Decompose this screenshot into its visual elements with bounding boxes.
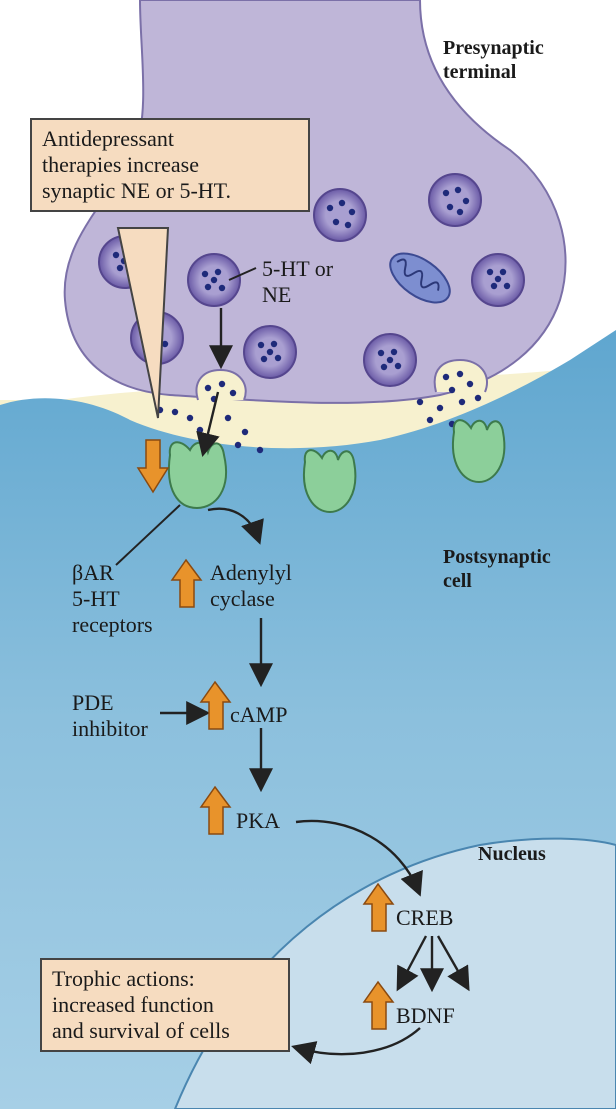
orange-up-arrow-icon-creb: [362, 882, 395, 932]
presynaptic-terminal-label: Presynaptic terminal: [443, 37, 544, 83]
arrow-creb-to-bdnf-left: [396, 935, 428, 992]
receptor-label-line: [115, 504, 181, 566]
trophic-actions-box: Trophic actions: increased function and …: [40, 958, 290, 1052]
arrow-creb-to-bdnf-right: [436, 935, 470, 992]
pka-label: PKA: [236, 808, 281, 833]
orange-up-arrow-icon-bdnf: [362, 980, 395, 1030]
postsynaptic-cell-label: Postsynaptic cell: [443, 546, 551, 592]
orange-up-arrow-icon-pka: [199, 785, 232, 835]
mitochondrion-icon: [389, 252, 451, 304]
nucleus-label: Nucleus: [478, 843, 546, 865]
orange-up-arrow-icon-cyclase: [170, 558, 203, 608]
receptors-label: βAR 5-HT receptors: [72, 560, 153, 637]
arrow-receptor-to-cyclase: [207, 507, 264, 545]
receptor-middle: [303, 449, 357, 514]
arrow-pka-to-creb: [295, 819, 423, 897]
orange-down-arrow-icon: [136, 439, 170, 494]
serotonin-ne-label: 5-HT or NE: [262, 256, 334, 307]
arrow-bdnf-to-trophic: [291, 1027, 421, 1065]
antidepressant-pointer: [116, 227, 170, 419]
adenylyl-cyclase-label: Adenylyl cyclase: [210, 560, 292, 611]
orange-up-arrow-icon-camp: [199, 680, 232, 730]
creb-label: CREB: [396, 905, 454, 930]
receptor-left: [167, 441, 227, 510]
arrow-transmitter-to-receptor: [196, 391, 220, 457]
bdnf-label: BDNF: [396, 1003, 455, 1028]
ht-label-line: [228, 267, 257, 281]
released-transmitter: [156, 370, 482, 462]
camp-label: cAMP: [230, 702, 288, 727]
pde-inhibitor-label: PDE inhibitor: [72, 690, 148, 741]
receptor-right: [452, 419, 506, 484]
antidepressant-therapies-box: Antidepressant therapies increase synapt…: [30, 118, 310, 212]
